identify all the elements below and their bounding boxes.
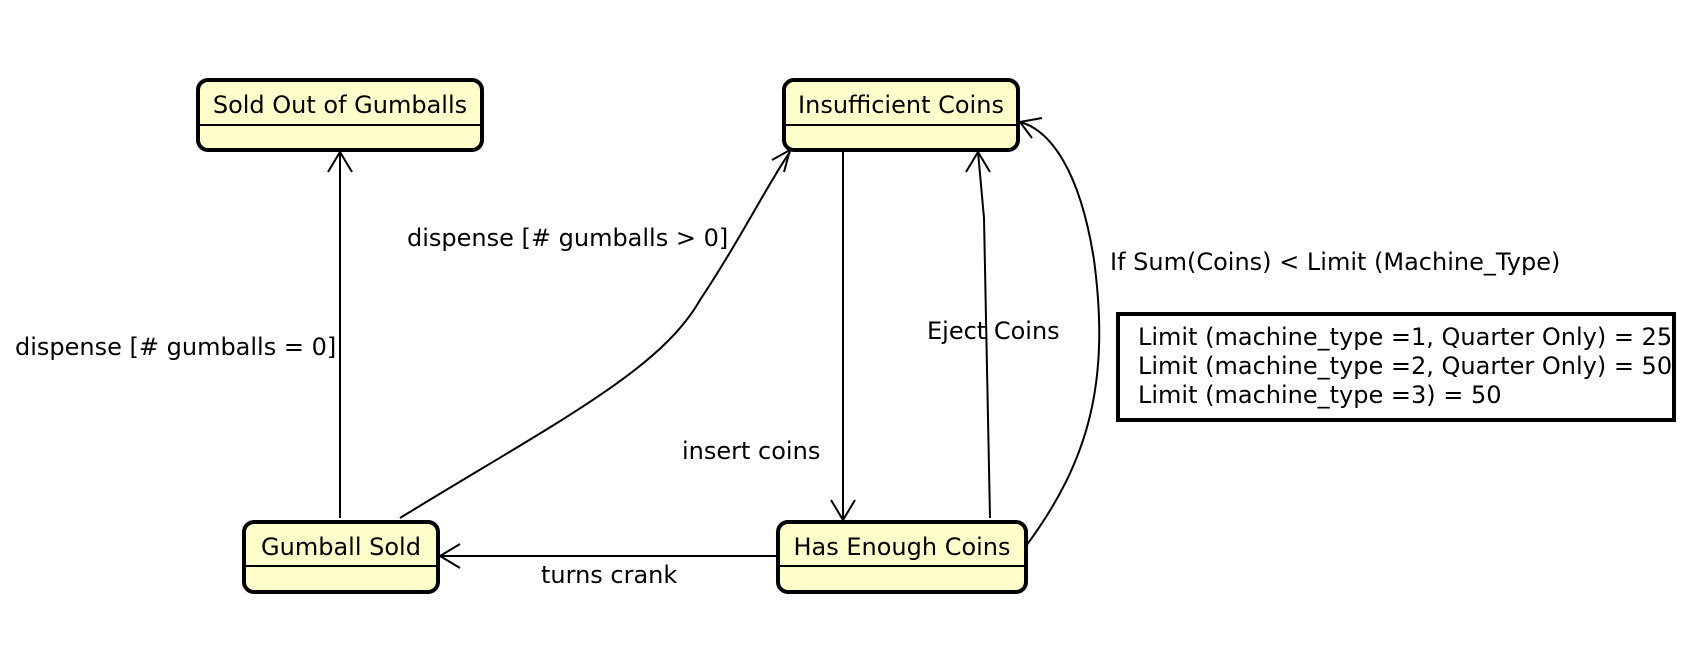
state-label-insufficient-coins: Insufficient Coins	[798, 91, 1004, 119]
transition-insert-coins	[830, 152, 856, 522]
label-insert-coins: insert coins	[682, 437, 820, 465]
limit-note-line-3: Limit (machine_type =3) = 50	[1138, 381, 1502, 409]
state-label-gumball-sold: Gumball Sold	[261, 533, 421, 561]
label-dispense-positive: dispense [# gumballs > 0]	[407, 224, 728, 252]
limit-note-line-1: Limit (machine_type =1, Quarter Only) = …	[1138, 323, 1672, 351]
limit-note-line-2: Limit (machine_type =2, Quarter Only) = …	[1138, 352, 1672, 380]
label-eject-coins: Eject Coins	[927, 317, 1060, 345]
label-sum-less-limit: If Sum(Coins) < Limit (Machine_Type)	[1110, 248, 1560, 276]
label-dispense-zero: dispense [# gumballs = 0]	[15, 333, 336, 361]
state-label-has-enough-coins: Has Enough Coins	[793, 533, 1010, 561]
state-label-sold-out: Sold Out of Gumballs	[213, 91, 467, 119]
label-turns-crank: turns crank	[541, 561, 677, 589]
state-sold-out: Sold Out of Gumballs	[196, 78, 484, 152]
state-has-enough-coins: Has Enough Coins	[776, 520, 1028, 594]
state-gumball-sold: Gumball Sold	[242, 520, 440, 594]
limit-note: Limit (machine_type =1, Quarter Only) = …	[1116, 312, 1676, 422]
state-insufficient-coins: Insufficient Coins	[782, 78, 1020, 152]
